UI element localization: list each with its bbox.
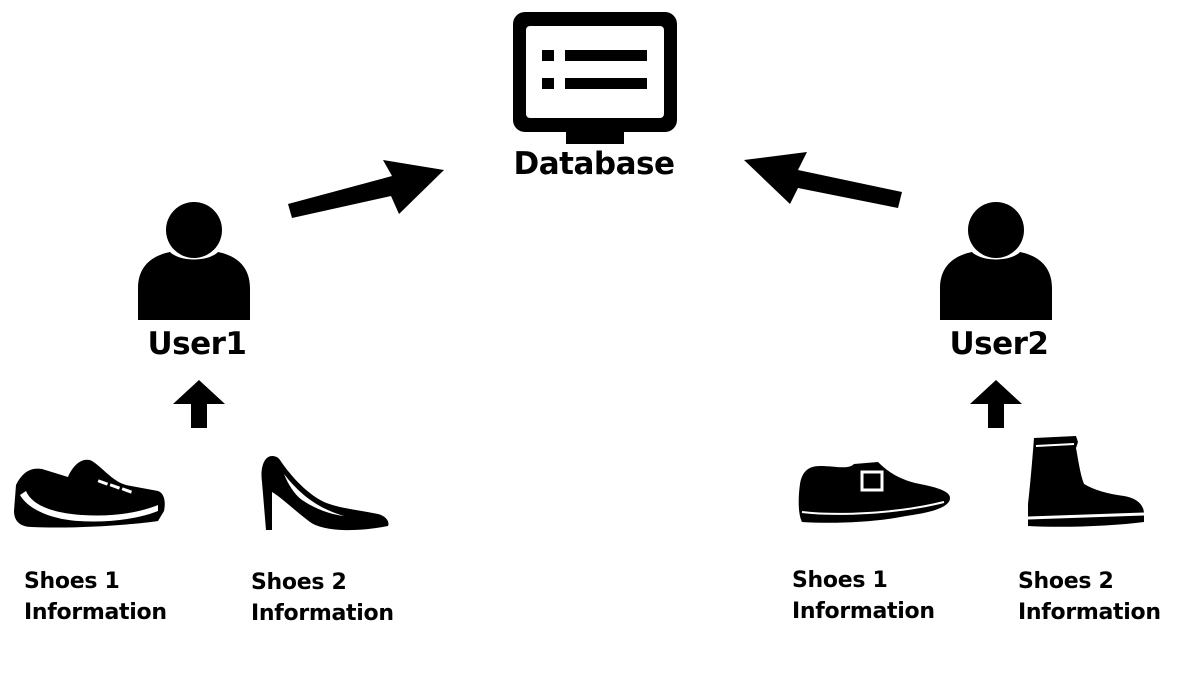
arrow-shoes-to-user2-icon xyxy=(968,378,1024,430)
user2-shoes1-label: Shoes 1 Information xyxy=(792,565,935,627)
user2-shoes2-subtitle: Information xyxy=(1018,600,1161,625)
user2-shoes1-title: Shoes 1 xyxy=(792,568,888,593)
user1-shoes1-title: Shoes 1 xyxy=(24,569,120,594)
user2-shoes2-title: Shoes 2 xyxy=(1018,569,1114,594)
user1-shoes2-subtitle: Information xyxy=(251,601,394,626)
user1-shoes1-label: Shoes 1 Information xyxy=(24,566,167,628)
user1-shoes1-subtitle: Information xyxy=(24,600,167,625)
arrow-user1-to-database-icon xyxy=(280,150,450,225)
arrow-shoes-to-user1-icon xyxy=(171,378,227,430)
user1-shoes2-label: Shoes 2 Information xyxy=(251,567,394,629)
arrow-user2-to-database-icon xyxy=(740,146,910,221)
sneaker-icon xyxy=(12,455,168,535)
dress-shoe-icon xyxy=(796,458,952,528)
user1-icon xyxy=(136,198,254,322)
user2-label: User2 xyxy=(949,326,1049,362)
database-label: Database xyxy=(513,146,675,182)
user2-shoes2-label: Shoes 2 Information xyxy=(1018,566,1161,628)
user2-shoes1-subtitle: Information xyxy=(792,599,935,624)
high-heel-icon xyxy=(258,452,392,534)
user1-shoes2-title: Shoes 2 xyxy=(251,570,347,595)
user2-icon xyxy=(938,198,1056,322)
boot-icon xyxy=(1024,434,1148,534)
database-monitor-icon xyxy=(510,10,680,150)
user1-label: User1 xyxy=(147,326,247,362)
